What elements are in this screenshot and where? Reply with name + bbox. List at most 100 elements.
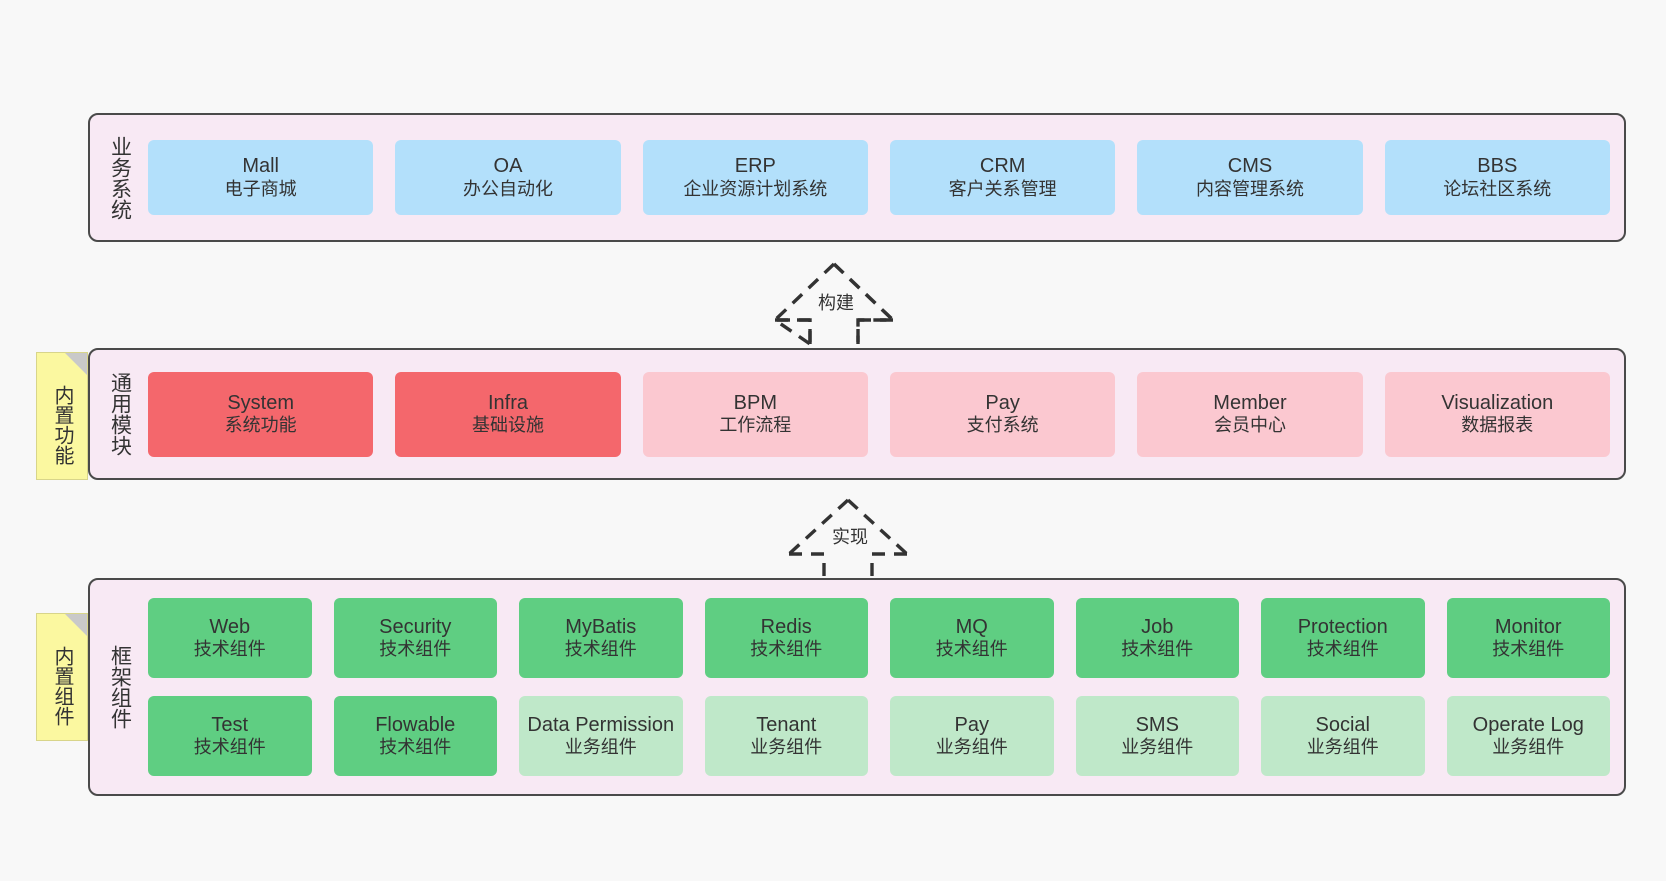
card-title: Security: [379, 615, 452, 638]
card-bpm[interactable]: BPM 工作流程: [642, 371, 868, 457]
card-subtitle: 数据报表: [1461, 415, 1534, 436]
dashed-hollow-arrow-up-icon: [769, 262, 898, 346]
card-pay[interactable]: Pay 支付系统: [889, 371, 1116, 457]
layer-body-business-system: Mall 电子商城 OA 办公自动化 ERP 企业资源计划系统 CRM 客户关系…: [142, 115, 1624, 240]
card-subtitle: 技术组件: [379, 639, 452, 660]
card-subtitle: 业务组件: [564, 737, 637, 758]
card-row: Mall 电子商城 OA 办公自动化 ERP 企业资源计划系统 CRM 客户关系…: [148, 140, 1610, 215]
card-tenant[interactable]: Tenant 业务组件: [704, 696, 868, 776]
layer-framework-components: 框架组件 Web 技术组件 Security 技术组件 MyBatis 技术组件…: [88, 578, 1626, 796]
card-title: Pay: [985, 391, 1020, 414]
card-operate-log[interactable]: Operate Log 业务组件: [1446, 696, 1610, 776]
card-subtitle: 业务组件: [1306, 737, 1379, 758]
card-title: Tenant: [756, 713, 817, 736]
card-title: OA: [493, 155, 523, 178]
card-subtitle: 技术组件: [193, 639, 266, 660]
connector-label-build: 构建: [816, 293, 856, 313]
card-subtitle: 技术组件: [1492, 639, 1565, 660]
note-text: 内置组件: [51, 646, 73, 726]
card-subtitle: 技术组件: [935, 639, 1008, 660]
card-web[interactable]: Web 技术组件: [148, 598, 312, 678]
card-title: Monitor: [1494, 615, 1562, 638]
card-protection[interactable]: Protection 技术组件: [1261, 598, 1425, 678]
card-monitor[interactable]: Monitor 技术组件: [1446, 598, 1610, 678]
card-data-permission[interactable]: Data Permission 业务组件: [519, 696, 683, 776]
layer-body-common-modules: System 系统功能 Infra 基础设施 BPM 工作流程 Pay 支付系统…: [142, 350, 1624, 478]
note-fold-corner-icon: [65, 353, 87, 375]
note-builtin-components: 内置组件: [36, 613, 88, 741]
layer-body-framework-components: Web 技术组件 Security 技术组件 MyBatis 技术组件 Redi…: [142, 580, 1624, 794]
layer-title-business-system: 业务系统: [108, 135, 132, 220]
card-subtitle: 办公自动化: [462, 178, 553, 199]
card-system[interactable]: System 系统功能: [148, 371, 374, 457]
card-infra[interactable]: Infra 基础设施: [395, 371, 621, 457]
card-row: Web 技术组件 Security 技术组件 MyBatis 技术组件 Redi…: [148, 598, 1610, 678]
card-subtitle: 客户关系管理: [948, 178, 1057, 199]
layer-business-system: 业务系统 Mall 电子商城 OA 办公自动化 ERP 企业资源计划系统 CRM…: [88, 113, 1626, 242]
card-title: Data Permission: [527, 713, 675, 736]
connector-build: 构建: [754, 258, 914, 346]
card-title: BPM: [733, 391, 777, 414]
card-oa[interactable]: OA 办公自动化: [395, 140, 621, 215]
card-social[interactable]: Social 业务组件: [1261, 696, 1425, 776]
card-crm[interactable]: CRM 客户关系管理: [889, 140, 1116, 215]
connector-implement: 实现: [768, 494, 928, 578]
card-sms[interactable]: SMS 业务组件: [1075, 696, 1239, 776]
card-title: CRM: [979, 155, 1026, 178]
card-subtitle: 技术组件: [1306, 639, 1379, 660]
card-test[interactable]: Test 技术组件: [148, 696, 312, 776]
note-fold-corner-icon: [65, 614, 87, 636]
card-title: Visualization: [1441, 391, 1554, 414]
card-subtitle: 技术组件: [379, 737, 452, 758]
card-subtitle: 系统功能: [224, 415, 297, 436]
card-visualization[interactable]: Visualization 数据报表: [1384, 371, 1610, 457]
card-subtitle: 电子商城: [224, 178, 297, 199]
card-title: Flowable: [375, 713, 456, 736]
card-title: CMS: [1227, 155, 1273, 178]
card-erp[interactable]: ERP 企业资源计划系统: [642, 140, 868, 215]
card-job[interactable]: Job 技术组件: [1075, 598, 1239, 678]
card-title: Protection: [1297, 615, 1388, 638]
card-title: ERP: [734, 155, 776, 178]
card-title: SMS: [1135, 713, 1179, 736]
card-title: Pay: [954, 713, 989, 736]
card-subtitle: 业务组件: [1121, 737, 1194, 758]
card-flowable[interactable]: Flowable 技术组件: [333, 696, 497, 776]
card-subtitle: 内容管理系统: [1195, 178, 1304, 199]
card-subtitle: 技术组件: [564, 639, 637, 660]
card-subtitle: 论坛社区系统: [1443, 178, 1552, 199]
layer-title-common-modules: 通用模块: [108, 372, 132, 456]
card-mall[interactable]: Mall 电子商城: [148, 140, 374, 215]
card-subtitle: 技术组件: [193, 737, 266, 758]
card-pay-business[interactable]: Pay 业务组件: [890, 696, 1054, 776]
card-subtitle: 会员中心: [1213, 415, 1286, 436]
card-redis[interactable]: Redis 技术组件: [704, 598, 868, 678]
card-cms[interactable]: CMS 内容管理系统: [1137, 140, 1363, 215]
card-mybatis[interactable]: MyBatis 技术组件: [519, 598, 683, 678]
card-subtitle: 基础设施: [471, 415, 544, 436]
card-subtitle: 技术组件: [1121, 639, 1194, 660]
layer-common-modules: 通用模块 System 系统功能 Infra 基础设施 BPM 工作流程 Pay…: [88, 348, 1626, 480]
card-title: Redis: [760, 615, 812, 638]
card-title: Test: [211, 713, 249, 736]
card-title: MyBatis: [565, 615, 637, 638]
card-row: Test 技术组件 Flowable 技术组件 Data Permission …: [148, 696, 1610, 776]
card-bbs[interactable]: BBS 论坛社区系统: [1384, 140, 1610, 215]
layer-title-framework-components: 框架组件: [108, 645, 132, 729]
card-title: BBS: [1477, 155, 1518, 178]
card-member[interactable]: Member 会员中心: [1137, 371, 1363, 457]
card-title: Operate Log: [1472, 713, 1584, 736]
note-builtin-features: 内置功能: [36, 352, 88, 480]
card-title: Infra: [487, 391, 528, 414]
card-title: Mall: [242, 155, 279, 178]
card-subtitle: 业务组件: [1492, 737, 1565, 758]
connector-label-implement: 实现: [830, 527, 870, 547]
card-security[interactable]: Security 技术组件: [333, 598, 497, 678]
card-title: Social: [1315, 713, 1370, 736]
card-subtitle: 业务组件: [935, 737, 1008, 758]
card-title: Web: [209, 615, 251, 638]
card-title: Job: [1141, 615, 1174, 638]
card-subtitle: 技术组件: [750, 639, 823, 660]
card-mq[interactable]: MQ 技术组件: [890, 598, 1054, 678]
